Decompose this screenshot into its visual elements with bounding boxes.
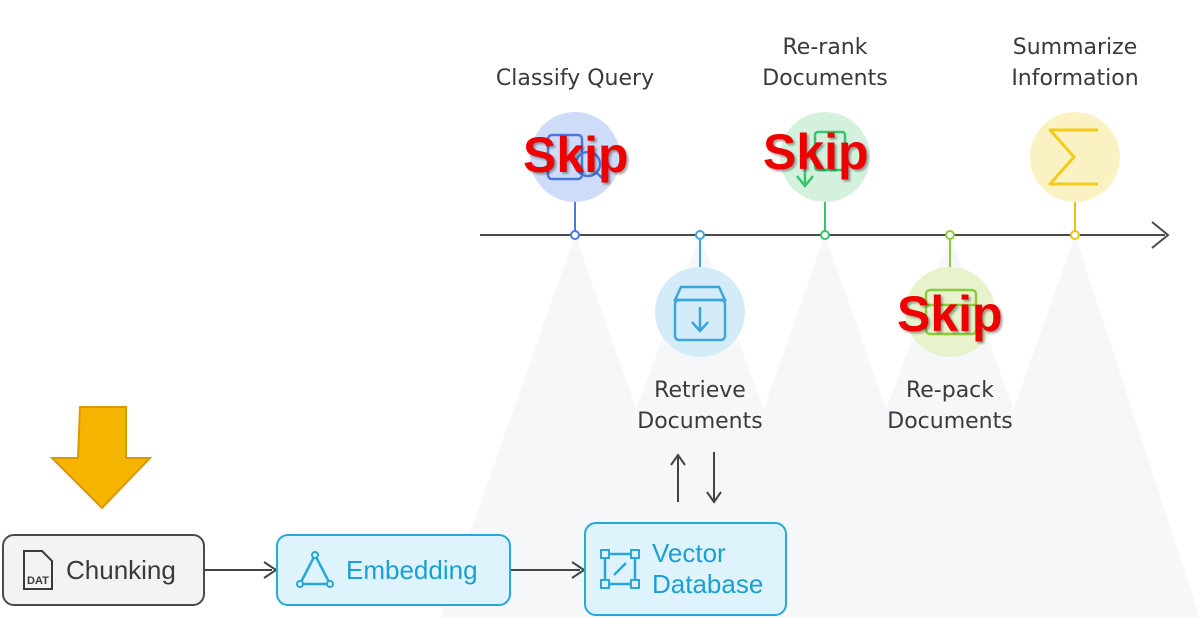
file-dat-icon-text: DAT xyxy=(27,575,49,587)
vector-label-line2: Database xyxy=(652,569,764,599)
summarize-information-step xyxy=(1030,112,1120,202)
chunking-box: DAT Chunking xyxy=(2,534,205,606)
repack-documents-step xyxy=(905,267,995,357)
rerank-documents-step xyxy=(780,112,870,202)
rerank-label-line1: Re-rank xyxy=(782,35,868,60)
up-arrow-head xyxy=(670,453,686,466)
box-download-icon xyxy=(673,285,727,342)
rerank-node xyxy=(820,230,830,240)
classify-query-label: Classify Query xyxy=(495,66,655,91)
summarize-node xyxy=(1070,230,1080,240)
chunking-label: Chunking xyxy=(66,554,176,585)
embedding-label: Embedding xyxy=(346,554,478,585)
sigma-icon xyxy=(1048,128,1098,186)
retrieve-label-line2: Documents xyxy=(637,409,763,434)
triangle-nodes-icon xyxy=(296,550,334,590)
classify-node xyxy=(570,230,580,240)
repack-skip-badge: Skip xyxy=(897,286,1003,342)
classify-query-step xyxy=(530,112,620,202)
down-arrow-head xyxy=(706,491,722,504)
document-search-icon xyxy=(546,133,605,181)
timeline-arrowhead xyxy=(1151,221,1170,249)
rerank-skip-badge: Skip xyxy=(763,124,869,180)
summarize-label-line2: Information xyxy=(1011,66,1139,91)
retrieve-documents-step xyxy=(655,267,745,357)
file-dat-icon: DAT xyxy=(20,548,56,592)
indicator-arrow xyxy=(49,406,153,510)
retrieve-node xyxy=(695,230,705,240)
classify-skip-badge: Skip xyxy=(523,127,629,183)
vector-database-box: Vector Database xyxy=(584,522,787,616)
background-shading xyxy=(440,235,1200,618)
summarize-label-line1: Summarize xyxy=(1012,35,1138,60)
vector-square-icon xyxy=(600,549,640,589)
rerank-label-line2: Documents xyxy=(762,66,888,91)
vector-database-label: Vector Database xyxy=(652,538,763,600)
retrieve-label-line1: Retrieve xyxy=(654,378,746,403)
package-icon xyxy=(924,288,978,336)
repack-node xyxy=(945,230,955,240)
embedding-box: Embedding xyxy=(276,534,511,606)
repack-label-line1: Re-pack xyxy=(905,378,995,403)
repack-label-line2: Documents xyxy=(887,409,1013,434)
sort-down-icon xyxy=(796,130,847,189)
vector-label-line1: Vector xyxy=(652,538,726,568)
